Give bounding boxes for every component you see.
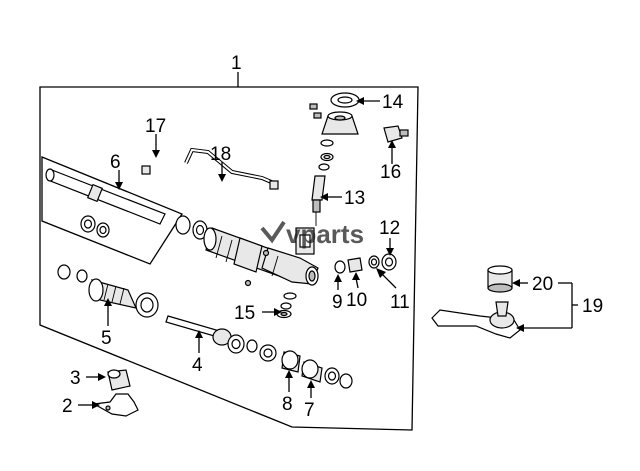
tube-kit-frame [41,156,183,265]
parts-7-8-bushings [246,339,353,389]
callout-labels: 1 2 3 4 5 6 7 8 9 10 11 12 13 14 15 16 1… [62,53,603,421]
part-19-tie-rod-end [431,265,521,339]
callout-7: 7 [304,400,315,421]
parts-9-12 [334,253,397,274]
callout-9: 9 [332,292,343,313]
callout-8: 8 [282,394,293,415]
callout-10: 10 [346,290,367,311]
leader-lines [78,97,578,409]
callout-20: 20 [532,274,553,295]
callout-17: 17 [145,116,166,137]
callout-1: 1 [231,53,242,74]
callout-15: 15 [234,303,255,324]
parts-2-3-bracket [92,369,139,417]
callout-3: 3 [70,368,81,389]
callout-18: 18 [210,144,231,165]
callout-6: 6 [110,152,121,173]
part-4-inner-tie-rod [165,315,245,354]
callout-16: 16 [380,162,401,183]
callout-11: 11 [390,292,410,313]
callout-13: 13 [344,188,365,209]
callout-19: 19 [582,296,603,317]
part-6-tube [45,168,166,238]
watermark: vparts [260,219,364,249]
callout-5: 5 [101,328,112,349]
callout-12: 12 [379,218,400,239]
assembly-frame [39,72,419,431]
callout-4: 4 [192,355,203,376]
callout-2: 2 [62,396,73,417]
part-15-seals [276,292,297,319]
part-5-boot [57,264,159,318]
watermark-text: vparts [286,219,364,249]
pinion-valve-parts [309,92,409,226]
callout-14: 14 [382,92,404,113]
rack-housing [175,215,319,287]
